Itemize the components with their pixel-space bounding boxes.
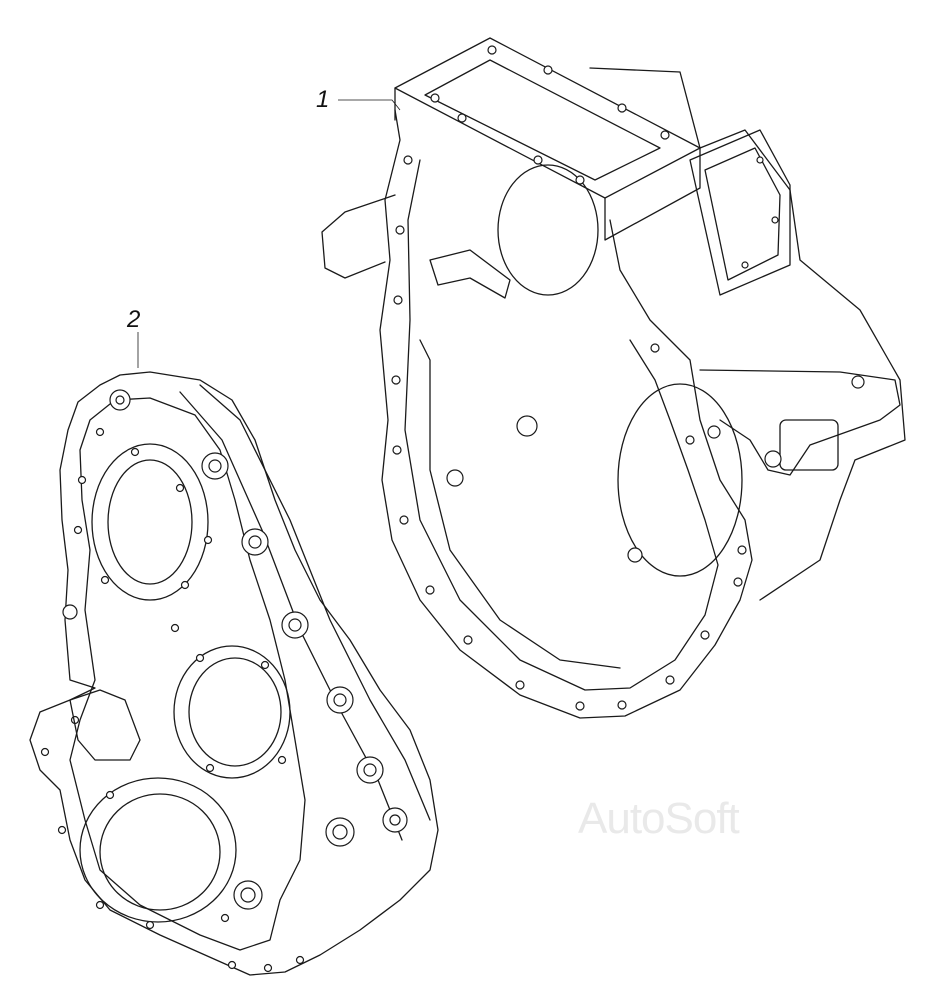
watermark-text: AutoSoft (578, 794, 740, 843)
cover-front-face (69, 397, 306, 951)
housing-bracket (699, 369, 901, 476)
housing-inner-contour (404, 159, 719, 691)
cover-bore-middle (173, 645, 291, 779)
part-2-cover (29, 332, 439, 976)
callout-label-1: 1 (316, 86, 330, 113)
callout-label-2: 2 (127, 306, 141, 333)
cover-bolt-holes (40, 427, 305, 973)
cover-bore-top (91, 443, 209, 601)
cover-bosses (62, 389, 408, 910)
housing-side-plate (689, 129, 791, 296)
housing-bolt-holes (391, 45, 779, 711)
cover-bore-bottom (79, 777, 237, 923)
housing-main-plate (379, 109, 753, 719)
housing-left-ear (321, 194, 396, 279)
housing-box-side (604, 147, 701, 241)
housing-right-body (589, 67, 906, 601)
cover-outer-contour (29, 371, 439, 976)
housing-top-flange-inner (424, 59, 661, 181)
housing-bore (617, 383, 743, 577)
housing-top-flange (394, 37, 701, 199)
part-1-housing (321, 37, 906, 719)
leader-line-1 (338, 99, 401, 111)
